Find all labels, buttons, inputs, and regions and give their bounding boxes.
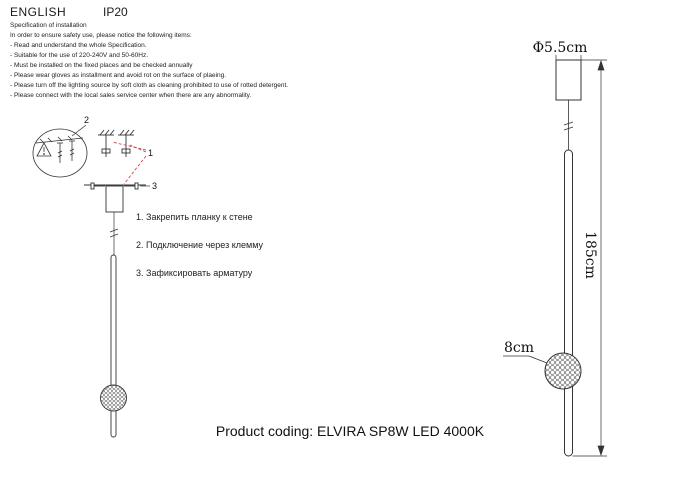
height-dimension <box>572 59 607 457</box>
warning-icon <box>36 142 52 157</box>
spec-item: - Suitable for the use of 220-240V and 5… <box>10 52 149 59</box>
spec-title: Specification of installation <box>10 22 87 29</box>
mounting-screws <box>98 129 135 157</box>
dimension-diagram: Φ5.5cm 185cm 8cm <box>503 40 607 457</box>
callout-1-leaders <box>111 141 147 185</box>
height-label: 185cm <box>582 231 598 279</box>
ip-rating-label: IP20 <box>103 5 128 19</box>
screw-icons <box>57 140 75 163</box>
sphere-label: 8cm <box>504 340 534 356</box>
spec-item: - Please turn off the lighting source by… <box>10 82 289 89</box>
callout-3: 3 <box>152 181 157 191</box>
canopy <box>84 182 146 213</box>
step-3: 3. Зафиксировать арматуру <box>136 268 253 278</box>
installation-diagram: 2 <box>32 115 157 438</box>
spec-intro: In order to ensure safety use, please no… <box>10 32 192 39</box>
sphere-leader-line <box>528 355 548 364</box>
canopy-outline <box>555 59 582 101</box>
ceiling-detail <box>32 128 88 178</box>
side-bolt-left <box>90 182 105 190</box>
language-label: ENGLISH <box>10 5 67 19</box>
rod-outline <box>564 149 573 457</box>
side-bolt-right <box>124 182 139 190</box>
spec-item: - Please connect with the local sales se… <box>10 92 252 99</box>
diameter-label: Φ5.5cm <box>533 40 588 56</box>
product-coding: Product coding: ELVIRA SP8W LED 4000K <box>215 423 485 439</box>
pendant-outline <box>555 59 582 457</box>
wire-break-mark <box>563 121 574 126</box>
callout-2: 2 <box>84 115 89 125</box>
step-2: 2. Подключение через клемму <box>136 240 263 250</box>
spec-item: - Please wear gloves as installment and … <box>10 72 227 79</box>
installation-steps: 1. Закрепить планку к стене 2. Подключен… <box>136 212 263 296</box>
wire-break-mark <box>563 126 574 131</box>
decor-sphere-large <box>544 352 582 390</box>
decor-sphere-small <box>100 384 127 412</box>
step-1: 1. Закрепить планку к стене <box>136 212 253 222</box>
spec-item: - Read and understand the whole Specific… <box>10 42 147 49</box>
specification-block: Specification of installation In order t… <box>10 21 288 101</box>
callout-1: 1 <box>148 148 153 158</box>
spec-item: - Must be installed on the fixed places … <box>10 62 193 69</box>
callout-2-leader <box>71 124 87 137</box>
